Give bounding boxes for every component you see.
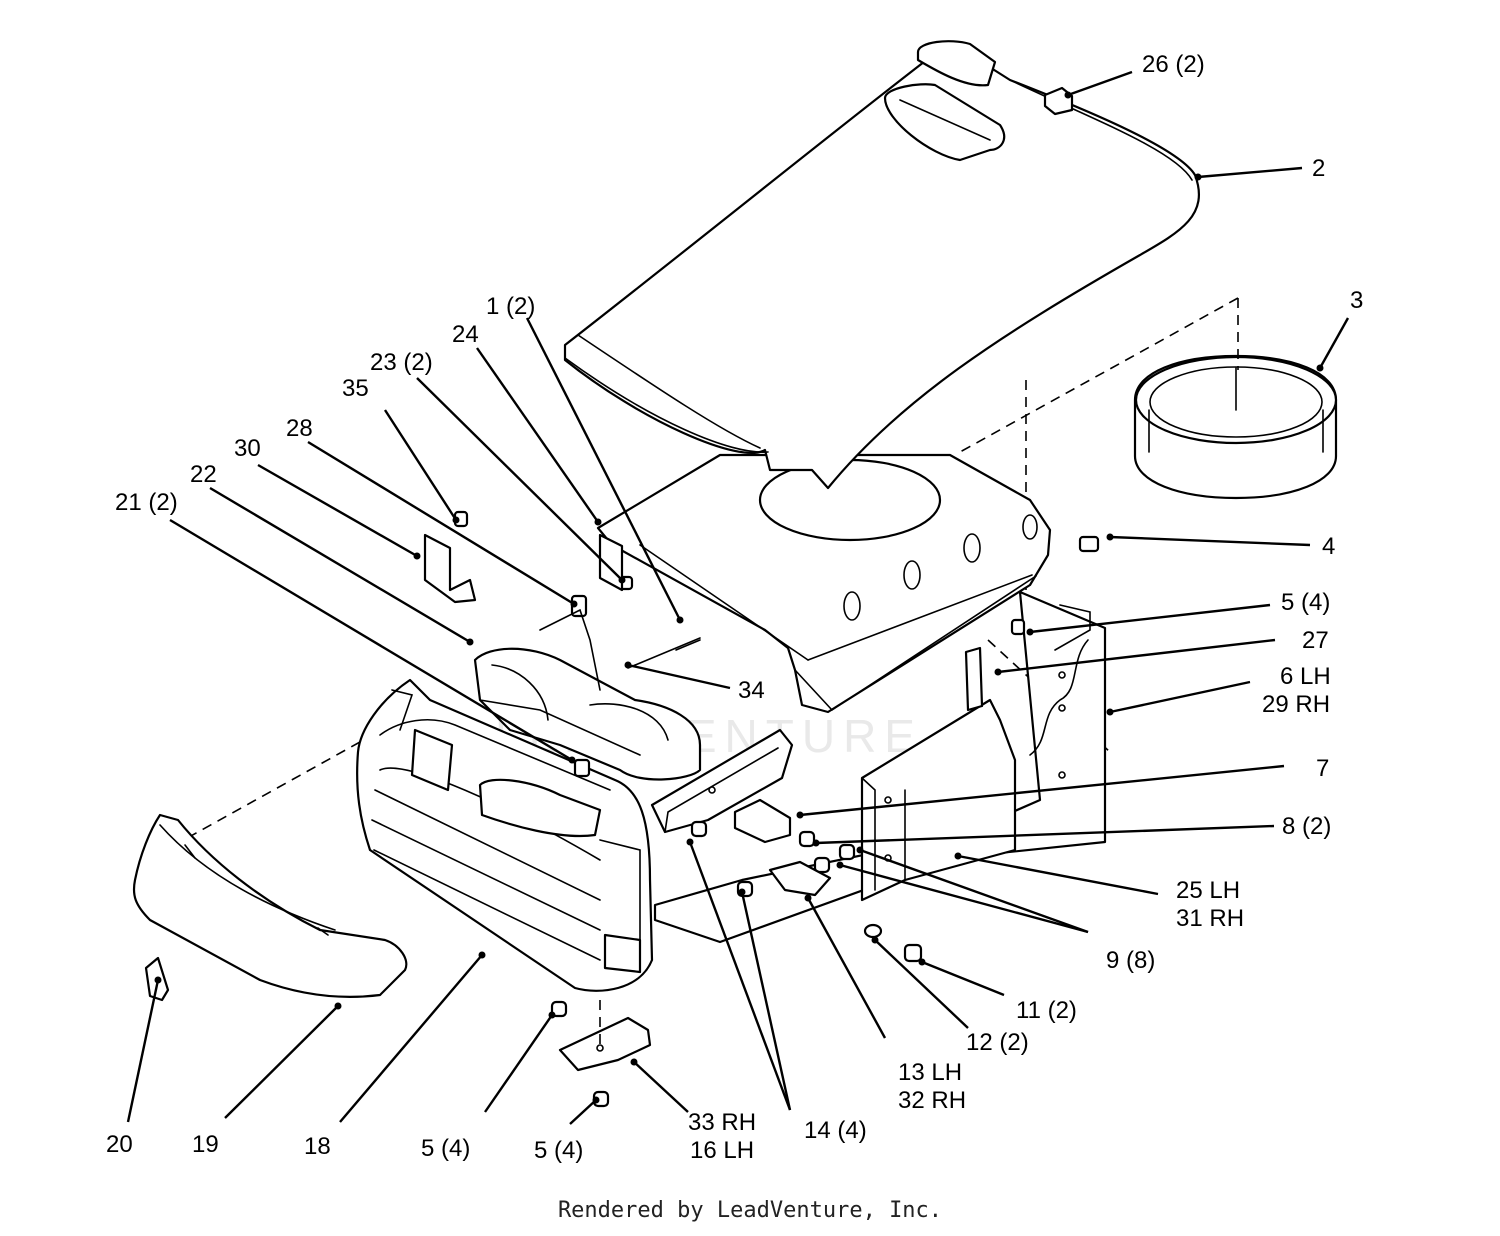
part-33-lower-bracket: [558, 1000, 652, 1072]
part-19-bumper: [132, 813, 408, 998]
part-7-bracket: [650, 728, 794, 844]
callout-labels: 26 (2) 2 3 1 (2) 24 23 (2) 35 28 30 22 2…: [106, 51, 1363, 1164]
leader-lines: [126, 70, 1350, 1125]
callout-24: 24: [452, 321, 479, 348]
callout-19: 19: [192, 1131, 219, 1158]
hood-shroud: [596, 453, 1052, 714]
callout-34: 34: [738, 677, 765, 704]
part-27-pad: [964, 646, 984, 712]
callout-25-lh: 25 LH: [1176, 877, 1240, 904]
callout-5-lower: 5 (4): [421, 1135, 470, 1162]
part-22-light-housing: [473, 647, 702, 781]
callout-11: 11 (2): [1016, 997, 1077, 1024]
callout-22: 22: [190, 461, 217, 488]
callout-16-lh: 16 LH: [690, 1137, 754, 1164]
callout-31-rh: 31 RH: [1176, 905, 1244, 932]
callout-27: 27: [1302, 627, 1329, 654]
part-18-grille: [356, 678, 654, 992]
part-2-hood: [563, 40, 1201, 490]
render-credit: Rendered by LeadVenture, Inc.: [557, 1198, 943, 1223]
callout-26: 26 (2): [1142, 51, 1205, 78]
callout-4: 4: [1322, 533, 1335, 560]
callout-5-upper: 5 (4): [1281, 589, 1330, 616]
callout-6-lh: 6 LH: [1280, 663, 1331, 690]
callout-8: 8 (2): [1282, 813, 1331, 840]
callout-13-lh: 13 LH: [898, 1059, 962, 1086]
callout-21: 21 (2): [115, 489, 178, 516]
callout-23: 23 (2): [370, 349, 433, 376]
callout-12: 12 (2): [966, 1029, 1029, 1056]
callout-33-rh: 33 RH: [688, 1109, 756, 1136]
callout-28: 28: [286, 415, 313, 442]
callout-2: 2: [1312, 155, 1325, 182]
hardware: [423, 510, 1100, 1108]
callout-3: 3: [1350, 287, 1363, 314]
callout-14: 14 (4): [804, 1117, 867, 1144]
callout-7: 7: [1316, 755, 1329, 782]
callout-5-bottom: 5 (4): [534, 1137, 583, 1164]
callout-20: 20: [106, 1131, 133, 1158]
part-3-ring: [1133, 354, 1338, 500]
callout-1: 1 (2): [486, 293, 535, 320]
callout-35: 35: [342, 375, 369, 402]
callout-29-rh: 29 RH: [1262, 691, 1330, 718]
callout-32-rh: 32 RH: [898, 1087, 966, 1114]
callout-18: 18: [304, 1133, 331, 1160]
callout-9: 9 (8): [1106, 947, 1155, 974]
callout-30: 30: [234, 435, 261, 462]
